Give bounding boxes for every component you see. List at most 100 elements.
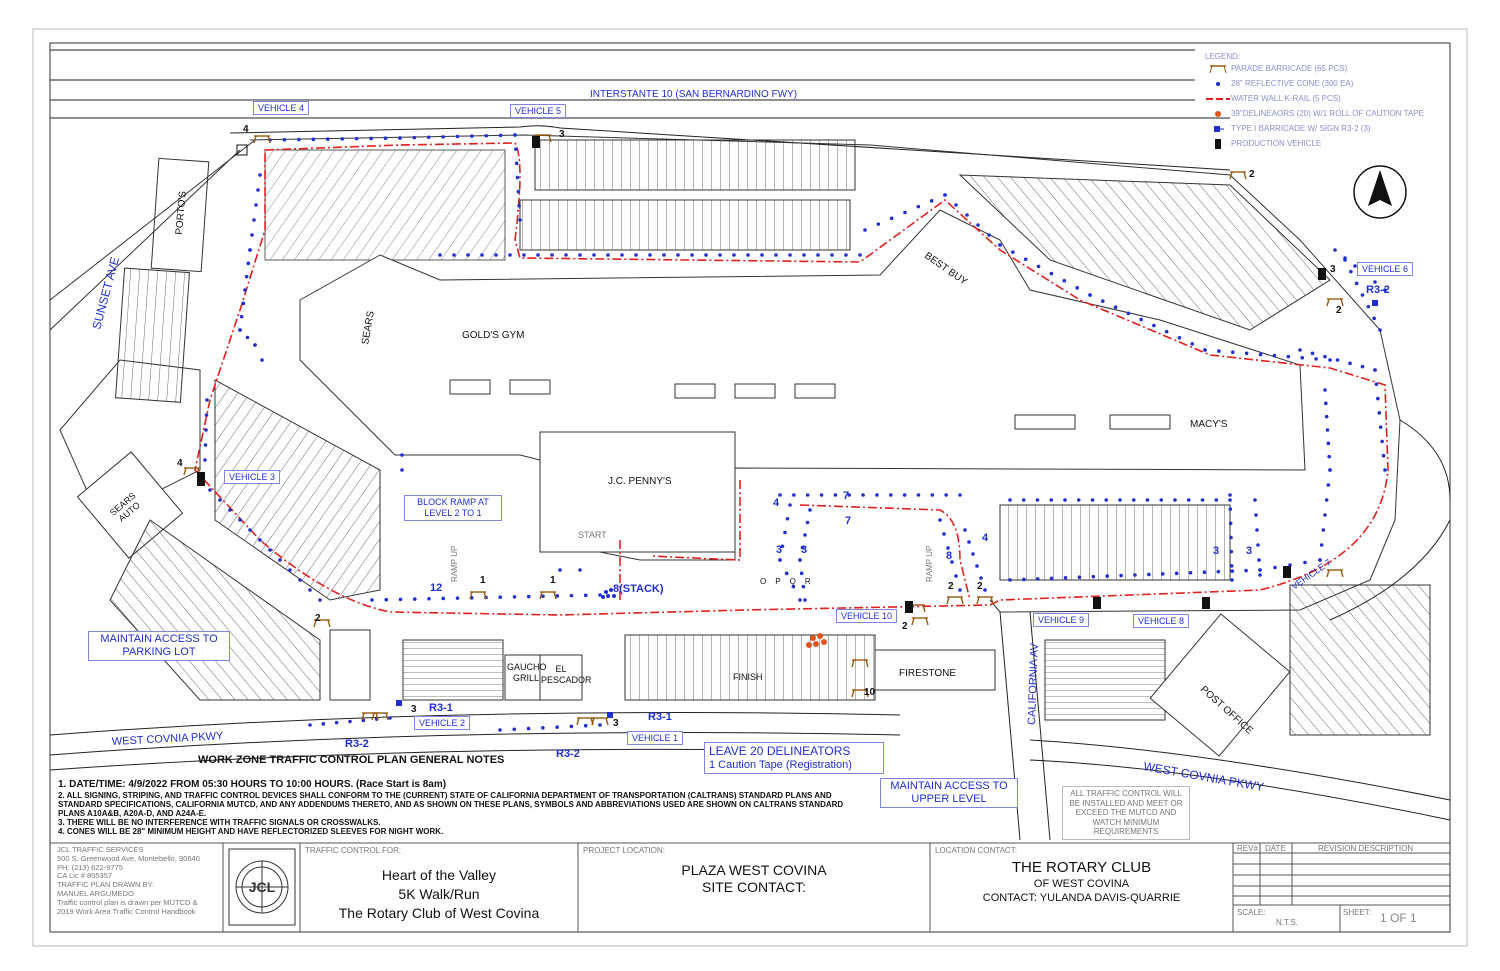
cone-marker — [308, 588, 312, 592]
company-line: CA Lic # 805357 — [57, 871, 113, 881]
cone-marker — [522, 253, 526, 257]
cone-marker — [515, 175, 520, 180]
company-line: 500 S. Greenwood Ave, Montebello, 90640 — [57, 853, 200, 863]
cone-marker — [690, 253, 694, 257]
legend-item: WATER WALL K-RAIL (5 PCS) — [1205, 91, 1445, 106]
cone-marker — [1133, 573, 1137, 577]
cone-marker — [325, 137, 330, 141]
cone-marker — [833, 493, 838, 497]
cone-marker — [1139, 317, 1143, 322]
count-2-v10: 2 — [902, 621, 908, 632]
count-3-a: 3 — [776, 544, 783, 556]
cone-marker — [1348, 361, 1352, 366]
parade-barricade-icon — [313, 619, 331, 628]
cone-marker — [902, 493, 907, 497]
cone-marker — [861, 493, 865, 497]
cone-marker — [606, 594, 610, 598]
cone-marker — [788, 253, 792, 257]
vehicle-4-label: VEHICLE 4 — [253, 101, 310, 115]
general-note-line: 2. ALL SIGNING, STRIPING, AND TRAFFIC CO… — [58, 791, 832, 800]
cone-marker — [648, 253, 652, 257]
parade-barricade-icon — [1229, 171, 1247, 180]
cone-marker — [498, 728, 502, 732]
cone-marker — [1216, 569, 1221, 574]
cone-marker — [494, 253, 498, 257]
count-7-b: 7 — [845, 515, 852, 527]
cone-marker — [1255, 528, 1259, 532]
cone-marker — [1228, 498, 1232, 502]
rev-label: REV# — [1237, 844, 1258, 853]
count-2-ne: 2 — [1249, 169, 1255, 180]
cone-marker — [1324, 498, 1329, 502]
finish-label: FINISH — [733, 672, 763, 682]
cone-marker — [606, 253, 610, 257]
cone-marker — [803, 598, 807, 602]
count-2-west: 2 — [315, 613, 321, 624]
cone-marker — [805, 493, 810, 497]
cone-marker — [238, 518, 242, 522]
cone-marker — [1343, 258, 1347, 262]
cone-marker — [1326, 441, 1331, 446]
cone-marker — [1035, 577, 1040, 581]
cone-marker — [929, 199, 934, 203]
cone-marker — [1374, 382, 1379, 387]
cone-marker — [808, 508, 812, 512]
cone-marker — [944, 493, 948, 497]
cone-marker — [903, 210, 907, 215]
cone-marker — [1049, 271, 1054, 276]
cone-marker — [954, 203, 958, 207]
legend-item-label: WATER WALL K-RAIL (5 PCS) — [1231, 94, 1341, 103]
north-parking — [249, 134, 1401, 613]
cone-marker — [1378, 425, 1383, 429]
legend-title: LEGEND: — [1205, 52, 1241, 61]
count-3-c: 3 — [1213, 545, 1220, 557]
count-1-a: 1 — [480, 575, 486, 586]
company-line: TRAFFIC PLAN DRAWN BY: — [57, 880, 155, 890]
route-marker-letter: Q — [789, 577, 796, 586]
vehicle-3-label: VEHICLE 3 — [224, 470, 281, 484]
general-note-line: STANDARD SPECIFICATIONS, CALIFORNIA MUTC… — [58, 800, 844, 809]
parade-barricade-icon — [539, 591, 557, 600]
cone-marker — [1272, 353, 1277, 358]
cone-marker — [1036, 264, 1041, 269]
cone-marker — [863, 228, 867, 232]
cone-marker — [1100, 299, 1105, 303]
leave-delineators-line2: 1 Caution Tape (Registration) — [709, 759, 852, 771]
cone-marker — [1258, 352, 1263, 357]
cone-marker — [252, 218, 256, 222]
cone-marker — [518, 218, 522, 222]
sheet-label: SHEET: — [1343, 908, 1372, 917]
cone-marker — [620, 253, 624, 257]
cone-marker — [1314, 357, 1318, 361]
cone-marker — [1360, 364, 1365, 369]
revision-description-label: REVISION DESCRIPTION — [1318, 844, 1414, 853]
cone-marker — [946, 546, 950, 550]
cone-marker — [1049, 498, 1054, 502]
cone-marker — [268, 548, 272, 552]
route-marker-letter: O — [760, 577, 767, 586]
cone-marker — [774, 253, 778, 257]
parade-barricade-icon — [851, 659, 869, 668]
project-location-label: PROJECT LOCATION: — [583, 846, 665, 855]
cone-marker — [354, 136, 359, 141]
parade-barricade-icon — [1326, 569, 1344, 578]
cone-marker — [1257, 558, 1261, 562]
cone-marker — [204, 413, 209, 417]
legend-item-label: PRODUCTION VEHICLE — [1231, 139, 1322, 148]
cone-marker — [512, 727, 517, 732]
cone-marker — [1353, 264, 1357, 268]
logo-text: JCL — [249, 879, 276, 895]
cone-marker — [1323, 513, 1327, 517]
project-line: PLAZA WEST COVINA — [681, 862, 827, 878]
cone-marker — [958, 588, 962, 592]
cone-marker — [203, 443, 208, 447]
cone-marker — [1310, 351, 1315, 356]
cone-marker — [1244, 351, 1249, 356]
sunset-ave-label: SUNSET AVE — [89, 255, 122, 330]
cone-marker — [916, 493, 921, 497]
company-line: MANUEL ARGUMEDO — [57, 888, 134, 898]
cone-marker — [239, 314, 244, 319]
cone-marker — [1077, 575, 1082, 580]
